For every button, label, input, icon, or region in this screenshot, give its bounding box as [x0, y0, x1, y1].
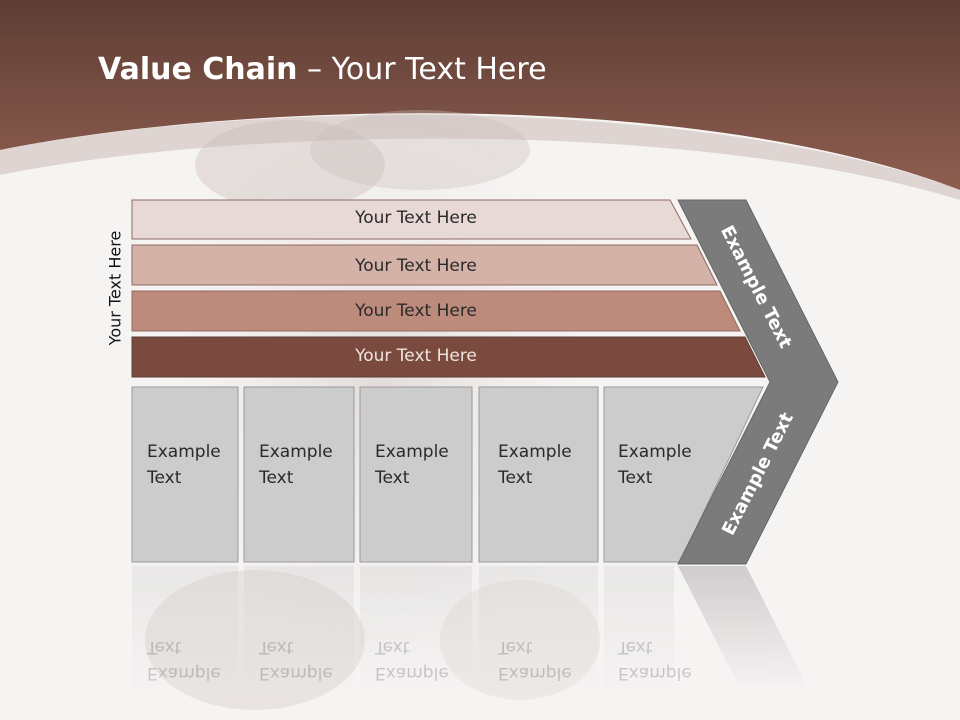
band-1: [131, 199, 692, 240]
box-3: [359, 386, 473, 563]
header-swoosh: [0, 114, 960, 200]
reflection: [132, 566, 810, 696]
band-4-label: Your Text Here: [355, 346, 477, 366]
box-1: [131, 386, 239, 563]
band-4: [131, 336, 766, 378]
header-band: [0, 0, 960, 190]
band-2-label: Your Text Here: [355, 256, 477, 276]
chevron-arrow: [677, 199, 839, 565]
box-4: [478, 386, 599, 563]
band-1-label: Your Text Here: [355, 208, 477, 228]
band-2: [131, 244, 718, 286]
page-title: Value Chain – Your Text Here: [98, 52, 547, 87]
band-3: [131, 290, 741, 332]
box-2: [243, 386, 355, 563]
band-3-label: Your Text Here: [355, 301, 477, 321]
